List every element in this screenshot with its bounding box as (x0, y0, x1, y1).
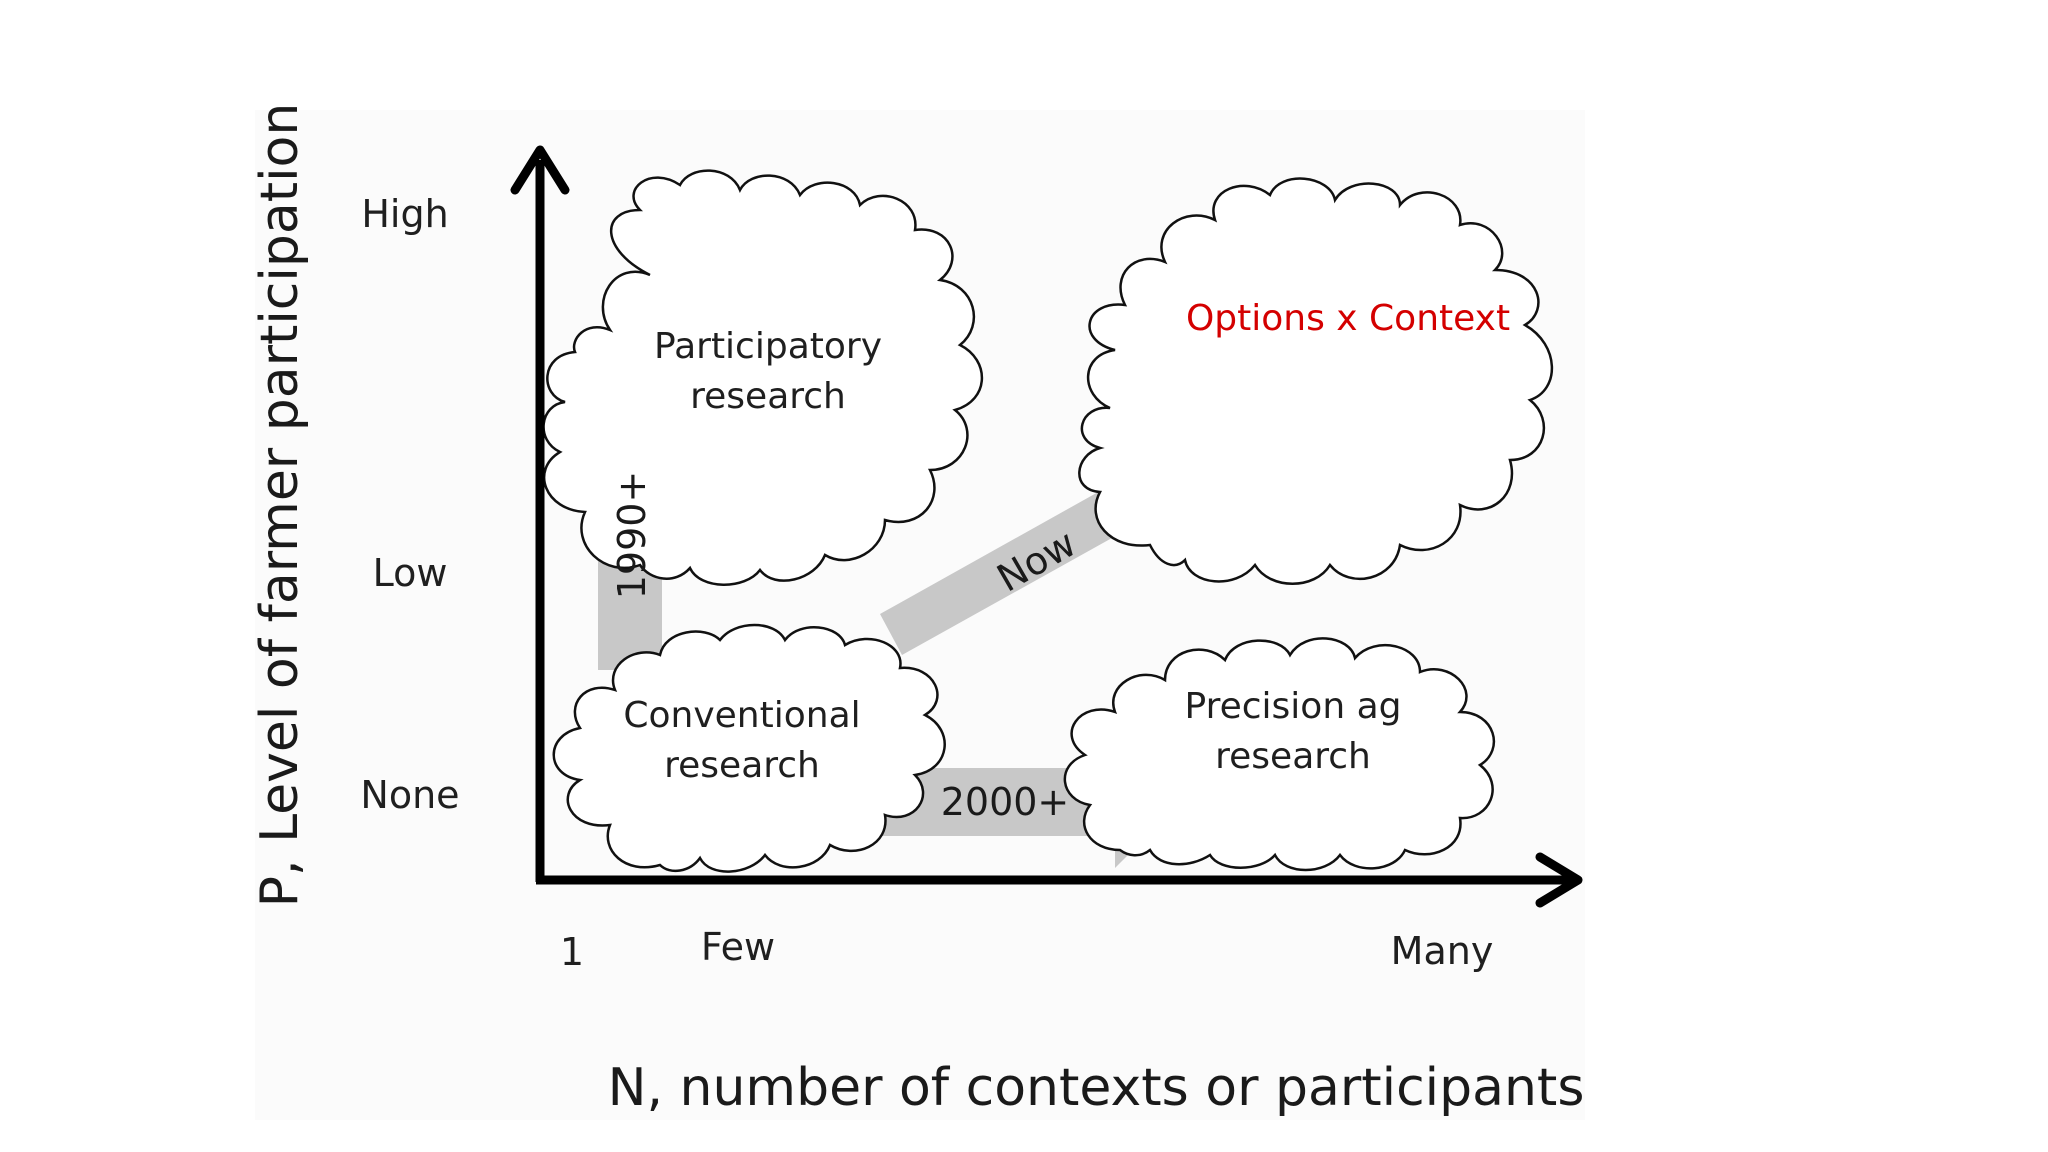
y-tick-low: Low (373, 551, 448, 595)
participatory-label-line1: Participatory (654, 326, 882, 367)
conventional-label-line1: Conventional (623, 695, 860, 736)
cloud-options-context (1078, 177, 1554, 585)
options-context-label: Options x Context (1186, 298, 1510, 339)
x-axis (536, 852, 1583, 908)
y-axis-arrowhead (510, 145, 570, 195)
x-tick-one: 1 (560, 930, 584, 974)
arrow-right-label: 2000+ (941, 780, 1070, 824)
y-tick-none: None (360, 773, 459, 817)
x-tick-few: Few (701, 925, 775, 969)
x-axis-title: N, number of contexts or participants (608, 1058, 1585, 1118)
precision-label-line2: research (1215, 736, 1371, 777)
arrow-up-label: 1990+ (610, 471, 654, 600)
x-tick-many: Many (1391, 929, 1494, 973)
y-axis (510, 145, 570, 882)
cloud-participatory (542, 169, 984, 586)
conventional-label-line2: research (664, 745, 820, 786)
cloud-conventional (552, 623, 946, 873)
participatory-label-line2: research (690, 376, 846, 417)
precision-label-line1: Precision ag (1185, 686, 1402, 727)
x-axis-arrowhead (1535, 852, 1583, 908)
cloud-precision (1063, 637, 1496, 872)
y-axis-title: P, Level of farmer participation (250, 103, 310, 908)
y-tick-high: High (361, 192, 448, 236)
